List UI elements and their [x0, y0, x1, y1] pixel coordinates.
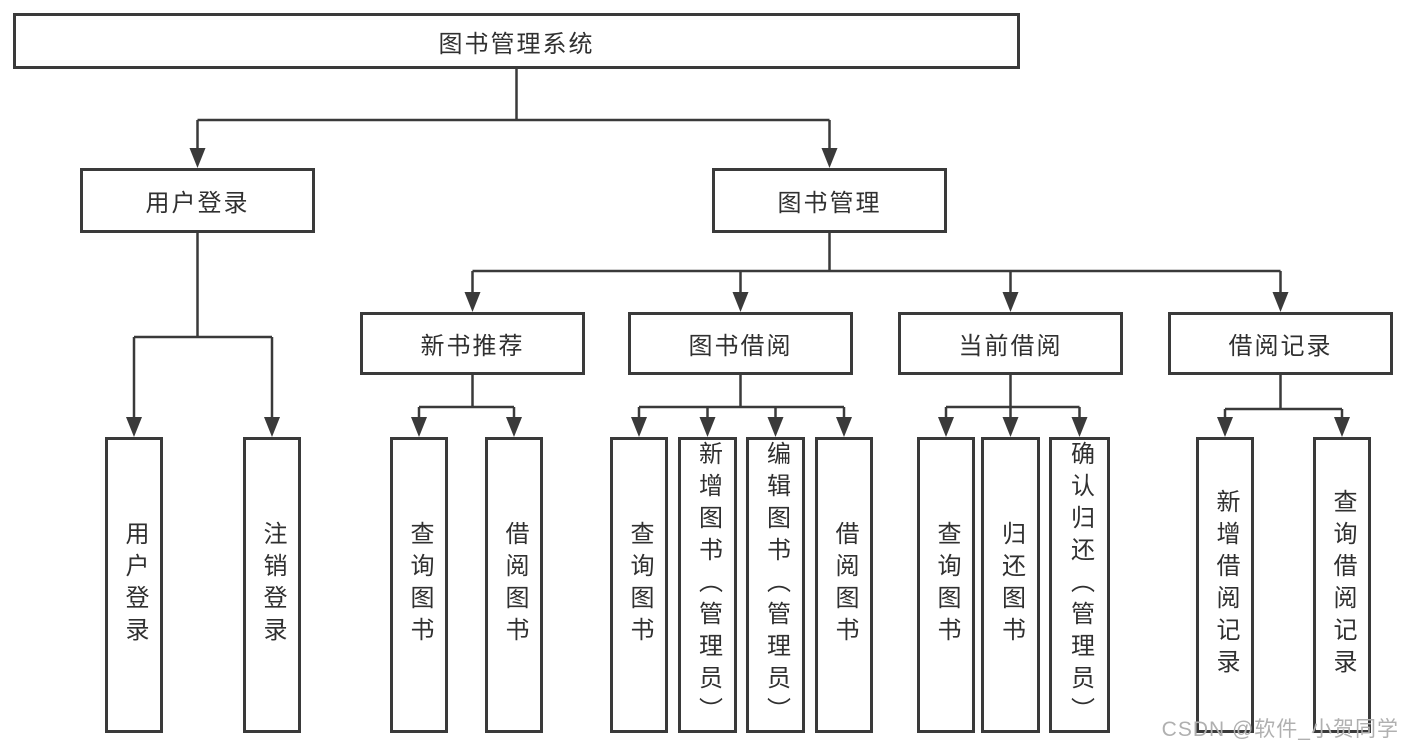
leaf-borrow-book: 借阅图书 [815, 437, 873, 733]
node-label: 新增借阅记录 [1212, 489, 1239, 681]
node-label: 编辑图书（管理员） [762, 441, 790, 729]
node-library-system: 图书管理系统 [13, 13, 1020, 69]
node-label: 查询借阅记录 [1329, 489, 1356, 681]
leaf-query-book-recommend: 查询图书 [390, 437, 448, 733]
node-label: 确认归还（管理员） [1066, 441, 1094, 729]
node-label: 注销登录 [259, 521, 286, 649]
node-label: 查询图书 [626, 521, 653, 649]
node-label: 借阅图书 [501, 521, 528, 649]
leaf-query-borrow-record: 查询借阅记录 [1313, 437, 1371, 733]
node-user-login: 用户登录 [80, 168, 315, 233]
leaf-logout: 注销登录 [243, 437, 301, 733]
node-current-borrowing: 当前借阅 [898, 312, 1123, 375]
leaf-edit-book-admin: 编辑图书（管理员） [746, 437, 805, 733]
node-label: 查询图书 [933, 521, 960, 649]
node-label: 新书推荐 [420, 333, 525, 360]
node-label: 用户登录 [121, 521, 148, 649]
node-borrowing-records: 借阅记录 [1168, 312, 1393, 375]
node-label: 新增图书（管理员） [694, 441, 722, 729]
leaf-return-book: 归还图书 [981, 437, 1040, 733]
node-label: 图书管理系统 [438, 30, 595, 58]
node-label: 图书借阅 [688, 333, 793, 360]
leaf-confirm-return-admin: 确认归还（管理员） [1049, 437, 1110, 733]
node-label: 查询图书 [406, 521, 433, 649]
csdn-watermark: CSDN @软件_小贺同学 [1161, 718, 1399, 741]
node-book-management: 图书管理 [712, 168, 947, 233]
leaf-user-login: 用户登录 [105, 437, 163, 733]
leaf-add-book-admin: 新增图书（管理员） [678, 437, 737, 733]
node-label: 用户登录 [145, 190, 250, 217]
node-label: 借阅记录 [1228, 333, 1333, 360]
leaf-query-book-borrow: 查询图书 [610, 437, 668, 733]
node-label: 归还图书 [997, 521, 1025, 649]
node-new-book-recommend: 新书推荐 [360, 312, 585, 375]
leaf-add-borrow-record: 新增借阅记录 [1196, 437, 1254, 733]
node-label: 借阅图书 [831, 521, 858, 649]
node-book-borrowing: 图书借阅 [628, 312, 853, 375]
leaf-query-book-current: 查询图书 [917, 437, 975, 733]
leaf-borrow-book-recommend: 借阅图书 [485, 437, 543, 733]
node-label: 图书管理 [777, 190, 882, 217]
node-label: 当前借阅 [958, 333, 1063, 360]
